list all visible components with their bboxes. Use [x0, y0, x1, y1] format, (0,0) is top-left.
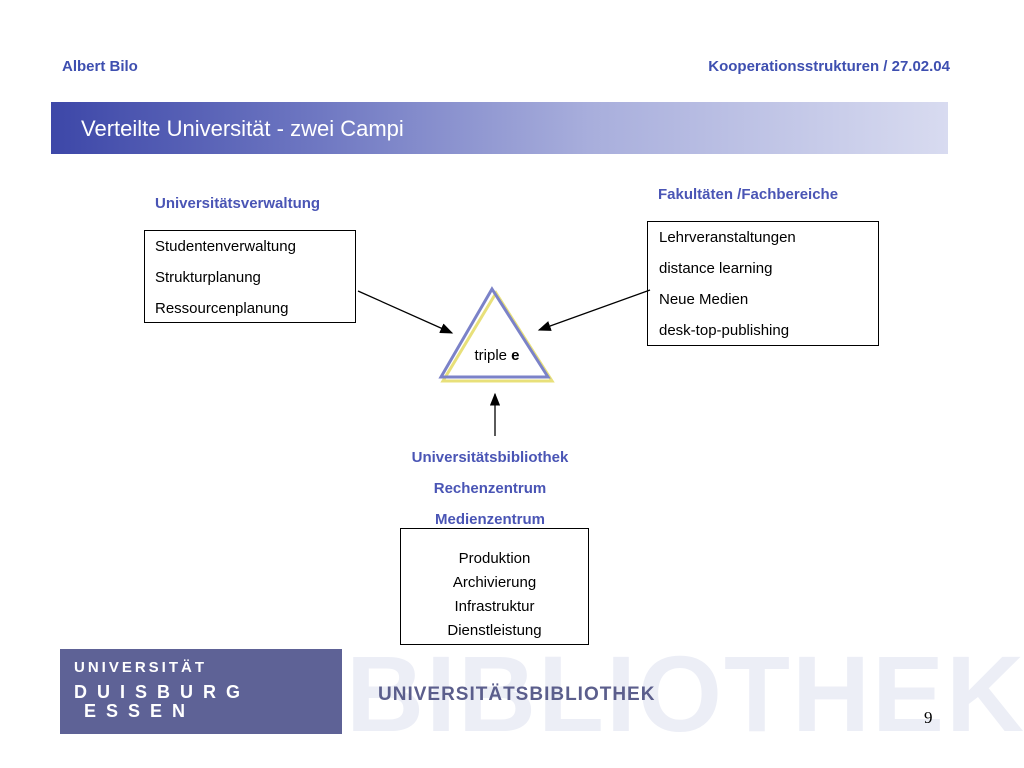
triangle-label: triple e [444, 347, 550, 364]
services-item: Infrastruktur [454, 598, 535, 615]
logo-line-essen: ESSEN [84, 701, 196, 721]
faculties-item: distance learning [659, 260, 773, 277]
slide-title: Verteilte Universität - zwei Campi [81, 116, 404, 141]
presentation-topic: Kooperationsstrukturen / 27.02.04 [708, 58, 950, 75]
arrow-from-faculties [537, 289, 651, 331]
author-name: Albert Bilo [62, 58, 138, 75]
arrow-from-administration [357, 290, 454, 334]
faculties-item: desk-top-publishing [659, 322, 790, 339]
services-headings: Universitätsbibliothek Rechenzentrum Med… [0, 442, 980, 535]
administration-heading: Universitätsverwaltung [155, 195, 321, 212]
administration-item: Ressourcenplanung [155, 300, 289, 317]
administration-box: Studentenverwaltung Strukturplanung Ress… [144, 230, 356, 323]
faculties-item: Neue Medien [659, 291, 749, 308]
logo-line-duisburg: DUISBURG [74, 682, 251, 702]
services-item: Archivierung [452, 574, 537, 591]
services-heading: Medienzentrum [434, 511, 545, 528]
triangle-label-prefix: triple [474, 347, 507, 364]
triangle-outer [438, 286, 551, 379]
administration-item: Strukturplanung [155, 269, 261, 286]
page-number: 9 [924, 708, 933, 727]
library-logo-text: UNIVERSITÄTSBIBLIOTHEK [378, 684, 656, 705]
faculties-box: Lehrveranstaltungen distance learning Ne… [647, 221, 879, 346]
university-logo: UNIVERSITÄT DUISBURG ESSEN [60, 649, 342, 734]
faculties-item: Lehrveranstaltungen [659, 229, 796, 246]
services-item: Dienstleistung [447, 622, 542, 639]
services-box: Produktion Archivierung Infrastruktur Di… [400, 528, 589, 645]
services-item: Produktion [458, 550, 531, 567]
administration-item: Studentenverwaltung [155, 238, 296, 255]
services-heading: Universitätsbibliothek [411, 449, 569, 466]
logo-line-universitaet: UNIVERSITÄT [74, 659, 208, 676]
title-bar: Verteilte Universität - zwei Campi [51, 102, 948, 154]
triangle-label-bold: e [511, 347, 520, 364]
triangle-inner [440, 290, 555, 383]
services-heading: Rechenzentrum [433, 480, 547, 497]
bibliothek-watermark: BIBLIOTHEK [346, 633, 1024, 754]
faculties-heading: Fakultäten /Fachbereiche [658, 186, 839, 203]
